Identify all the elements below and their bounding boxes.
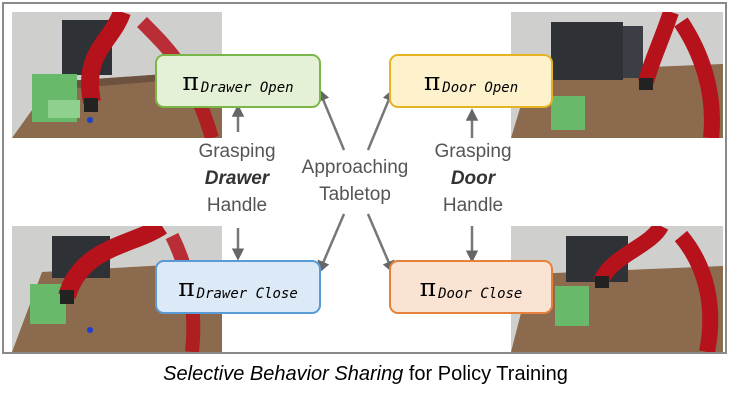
- arrow-center-to-drawer-close: [317, 213, 346, 274]
- caption-rest: for Policy Training: [403, 363, 568, 385]
- label-line-emph: Door: [418, 165, 528, 192]
- arrows-layer: [231, 88, 479, 274]
- label-line: Grasping: [198, 141, 276, 162]
- policy-subscript: Drawer Close: [196, 286, 298, 302]
- label-line: Handle: [442, 195, 504, 216]
- label-emph: Drawer: [204, 168, 270, 189]
- arrow-center-to-drawer-open: [317, 88, 346, 151]
- label-line: Tabletop: [319, 184, 391, 205]
- pi-symbol: π: [178, 272, 195, 302]
- arrow-center-to-door-close: [366, 213, 395, 274]
- label-line-emph: Drawer: [182, 165, 292, 192]
- label-approaching-tabletop: Approaching Tabletop: [288, 154, 422, 208]
- policy-subscript: Door Open: [442, 80, 519, 96]
- label-line: Approaching: [301, 157, 409, 178]
- figure-caption: Selective Behavior Sharing for Policy Tr…: [0, 363, 731, 386]
- pi-symbol: π: [423, 66, 441, 96]
- label-line: Grasping: [434, 141, 512, 162]
- policy-subscript: Drawer Open: [200, 80, 294, 96]
- label-line: Handle: [206, 195, 268, 216]
- arrow-center-to-door-open: [366, 88, 395, 151]
- pi-symbol: π: [182, 66, 199, 96]
- pi-symbol: π: [419, 272, 437, 302]
- label-emph: Door: [450, 168, 496, 189]
- policy-subscript: Door Close: [438, 286, 523, 302]
- label-grasping-drawer-handle: Grasping Drawer Handle: [182, 138, 292, 219]
- label-grasping-door-handle: Grasping Door Handle: [418, 138, 528, 219]
- caption-emphasis: Selective Behavior Sharing: [163, 363, 404, 385]
